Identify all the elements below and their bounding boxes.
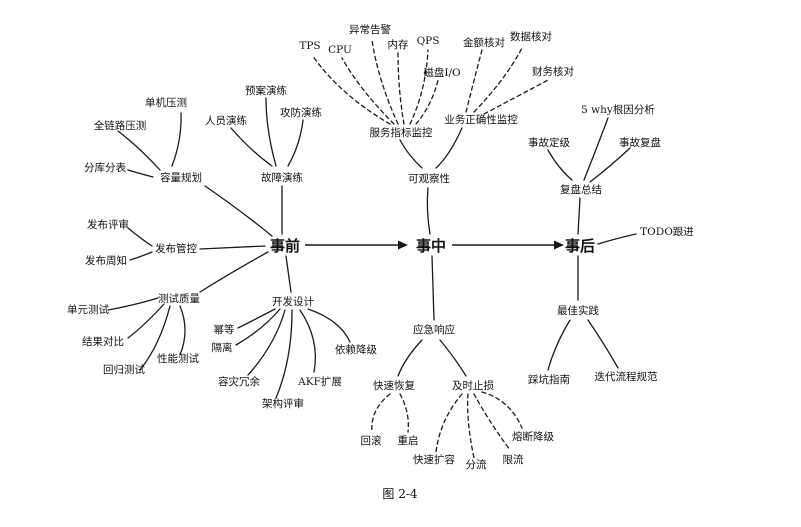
testing-child-2: 回归测试 bbox=[103, 363, 145, 376]
drill-child-0: 人员演练 bbox=[205, 114, 247, 127]
stoploss-child-1: 分流 bbox=[466, 458, 487, 471]
capacity-child-0: 全链路压测 bbox=[94, 119, 147, 132]
capacity-child-1: 单机压测 bbox=[145, 96, 187, 109]
emergency-response-node: 应急响应 bbox=[413, 323, 455, 336]
recover-child-1: 重启 bbox=[398, 434, 419, 447]
service-metrics-node: 服务指标监控 bbox=[370, 126, 433, 139]
business-child-0: 金额核对 bbox=[463, 36, 505, 49]
service-child-5: 磁盘I/O bbox=[423, 66, 461, 79]
stoploss-child-2: 限流 bbox=[503, 453, 524, 466]
testing-child-1: 结果对比 bbox=[82, 335, 124, 348]
observability-node: 可观察性 bbox=[408, 172, 450, 185]
design-child-0: 幂等 bbox=[214, 323, 235, 336]
design-child-2: 容灾冗余 bbox=[218, 375, 260, 388]
stop-loss-node: 及时止损 bbox=[452, 379, 494, 392]
main-axis bbox=[305, 240, 564, 250]
review-child-0: 事故定级 bbox=[528, 136, 570, 149]
service-child-2: 异常告警 bbox=[349, 23, 391, 36]
business-child-1: 数据核对 bbox=[510, 30, 552, 43]
design-child-4: AKF扩展 bbox=[297, 375, 342, 388]
drill-child-1: 预案演练 bbox=[245, 84, 287, 97]
capacity-child-2: 分库分表 bbox=[84, 161, 126, 174]
before-lines bbox=[107, 97, 351, 399]
service-child-4: QPS bbox=[417, 35, 440, 47]
service-child-0: TPS bbox=[299, 40, 320, 52]
stage-during-label: 事中 bbox=[416, 237, 446, 255]
fault-drill-node: 故障演练 bbox=[261, 171, 303, 184]
stage-before-label: 事前 bbox=[270, 237, 300, 255]
release-control-node: 发布管控 bbox=[155, 242, 197, 255]
testing-child-0: 单元测试 bbox=[67, 303, 109, 316]
best-practice-node: 最佳实践 bbox=[557, 304, 599, 317]
service-child-3: 内存 bbox=[388, 38, 409, 51]
business-correctness-node: 业务正确性监控 bbox=[444, 113, 518, 126]
design-child-1: 隔离 bbox=[212, 341, 233, 354]
review-summary-node: 复盘总结 bbox=[560, 183, 602, 196]
stoploss-child-0: 快速扩容 bbox=[413, 453, 455, 466]
practice-child-0: 踩坑指南 bbox=[528, 373, 570, 386]
stoploss-child-3: 熔断降级 bbox=[512, 430, 554, 443]
after-lines bbox=[547, 117, 637, 371]
during-lines bbox=[311, 39, 549, 459]
service-child-1: CPU bbox=[328, 44, 352, 56]
axis-arrowhead-1 bbox=[398, 240, 408, 250]
figure-caption: 图 2-4 bbox=[382, 487, 418, 501]
release-child-0: 发布评审 bbox=[87, 218, 129, 231]
stage-after-label: 事后 bbox=[565, 237, 595, 255]
quick-recover-node: 快速恢复 bbox=[373, 379, 415, 392]
test-quality-node: 测试质量 bbox=[158, 292, 200, 305]
todo-followup-node: TODO跟进 bbox=[640, 226, 694, 238]
design-child-5: 依赖降级 bbox=[335, 343, 377, 356]
design-child-3: 架构评审 bbox=[262, 397, 304, 410]
capacity-planning-node: 容量规划 bbox=[160, 171, 202, 184]
drill-child-2: 攻防演练 bbox=[280, 106, 322, 119]
review-child-2: 事故复盘 bbox=[619, 136, 661, 149]
practice-child-1: 迭代流程规范 bbox=[595, 370, 658, 383]
dev-design-node: 开发设计 bbox=[272, 295, 314, 308]
business-child-2: 财务核对 bbox=[532, 65, 574, 78]
review-child-1: 5 why根因分析 bbox=[581, 103, 655, 116]
axis-arrowhead-2 bbox=[554, 240, 564, 250]
recover-child-0: 回滚 bbox=[361, 434, 382, 447]
release-child-1: 发布周知 bbox=[85, 254, 127, 267]
testing-child-3: 性能测试 bbox=[157, 352, 199, 365]
